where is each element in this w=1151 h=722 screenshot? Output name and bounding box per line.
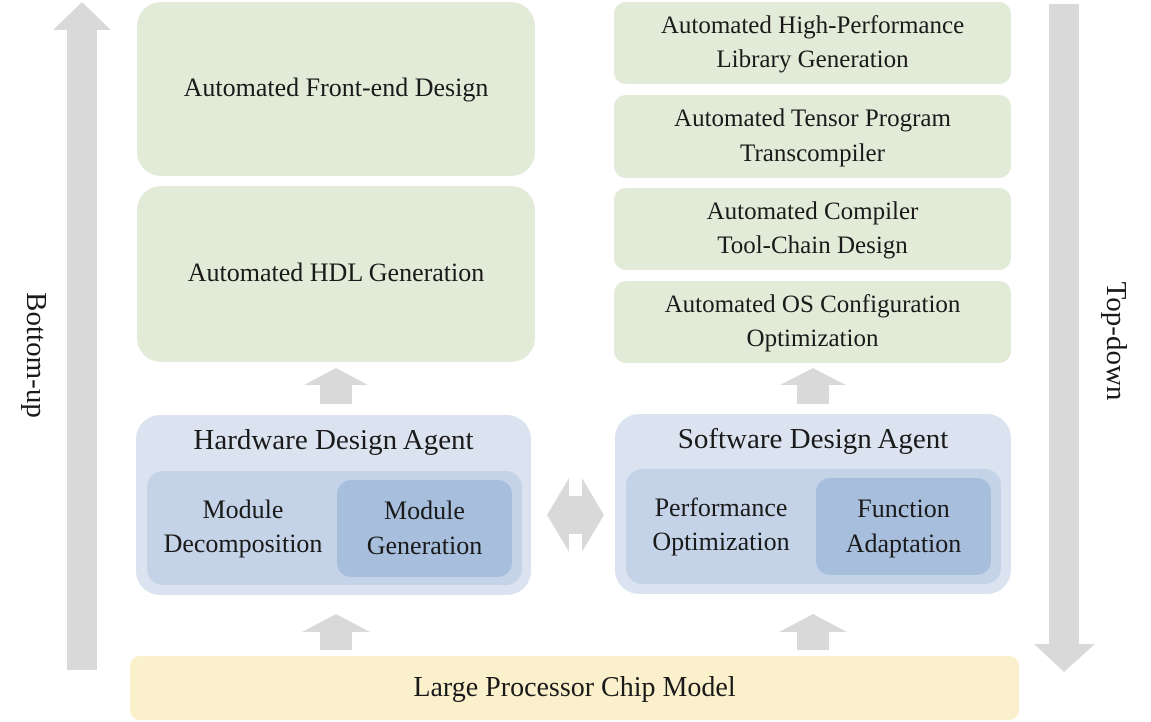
software-agent-inner: Performance Optimization Function Adapta… [626,469,1001,584]
hardware-agent-inner: Module Decomposition Module Generation [147,471,522,585]
task-tensor-transcompiler-line2: Transcompiler [740,139,885,167]
up-arrow-hardware-bottom [302,614,370,650]
task-library-generation-line1: Automated High-Performance [660,11,965,39]
task-compiler-toolchain-line1: Automated Compiler [706,197,919,225]
task-library-generation-line2: Library Generation [716,46,909,73]
bottom-up-arrow [53,2,111,670]
task-compiler-toolchain: Automated Compiler Tool-Chain Design [614,188,1011,270]
task-hdl-generation-label: Automated HDL Generation [187,257,485,287]
top-down-label: Top-down [1100,281,1132,401]
software-design-agent: Software Design Agent Performance Optimi… [615,414,1011,594]
up-arrow-software-bottom [779,614,847,650]
function-adaptation-line1: Function [857,494,950,524]
large-processor-chip-model: Large Processor Chip Model [130,656,1019,720]
function-adaptation: Function Adaptation [816,478,991,575]
hardware-agent-title: Hardware Design Agent [193,424,474,456]
up-arrow-software-top [780,368,846,404]
module-generation: Module Generation [337,480,512,577]
performance-optimization-line1: Performance [654,492,788,522]
task-front-end-design: Automated Front-end Design [137,2,535,176]
task-front-end-design-label: Automated Front-end Design [183,73,489,103]
module-decomposition-line1: Module [202,494,284,524]
module-generation-line1: Module [384,496,465,526]
performance-optimization-line2: Optimization [652,527,790,556]
task-os-configuration-line2: Optimization [746,325,879,352]
task-os-configuration-line1: Automated OS Configuration [664,290,961,318]
base-model-label: Large Processor Chip Model [413,671,736,703]
task-library-generation: Automated High-Performance Library Gener… [614,2,1011,84]
hardware-design-agent: Hardware Design Agent Module Decompositi… [136,415,531,595]
task-tensor-transcompiler: Automated Tensor Program Transcompiler [614,95,1011,178]
task-tensor-transcompiler-line1: Automated Tensor Program [674,105,951,132]
module-generation-line2: Generation [366,530,483,560]
bottom-up-label: Bottom-up [20,292,52,418]
module-decomposition: Module Decomposition [153,481,333,573]
task-compiler-toolchain-line2: Tool-Chain Design [717,232,908,259]
function-adaptation-line2: Adaptation [845,528,962,558]
task-hdl-generation: Automated HDL Generation [137,186,535,362]
software-agent-title: Software Design Agent [677,423,949,455]
task-os-configuration: Automated OS Configuration Optimization [614,281,1011,363]
bidirectional-arrow [547,478,604,552]
module-decomposition-line2: Decomposition [163,529,323,558]
top-down-arrow [1034,4,1095,672]
performance-optimization: Performance Optimization [632,479,810,571]
up-arrow-hardware-top [304,368,368,404]
